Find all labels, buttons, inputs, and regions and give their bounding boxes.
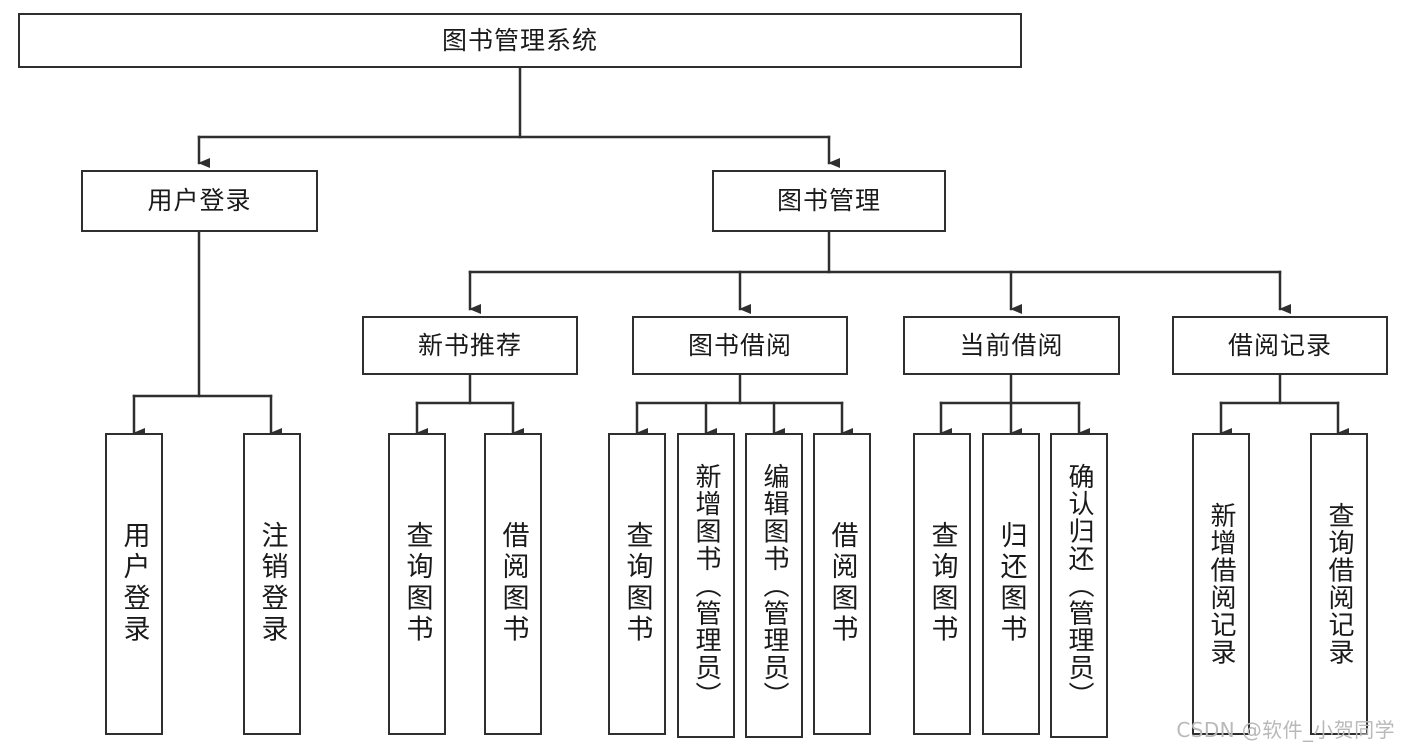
node-leaf-query-book-3-label: 查询图书 bbox=[926, 521, 958, 647]
node-leaf-return-book-label: 归还图书 bbox=[995, 521, 1027, 647]
node-book-manage[interactable]: 图书管理 bbox=[712, 170, 946, 232]
node-book-borrow[interactable]: 图书借阅 bbox=[632, 316, 848, 375]
watermark-text: CSDN @软件_小贺同学 bbox=[1176, 718, 1395, 742]
node-leaf-return-book[interactable]: 归还图书 bbox=[982, 433, 1040, 735]
node-user-login[interactable]: 用户登录 bbox=[81, 170, 318, 232]
node-leaf-borrow-book-1-label: 借阅图书 bbox=[497, 521, 529, 647]
node-leaf-query-book-1-label: 查询图书 bbox=[401, 521, 433, 647]
node-leaf-add-book-label: 新增图书（管理员） bbox=[691, 462, 721, 709]
node-leaf-add-record-label: 新增借阅记录 bbox=[1206, 502, 1236, 666]
node-leaf-user-login-label: 用户登录 bbox=[118, 521, 150, 647]
node-leaf-add-book[interactable]: 新增图书（管理员） bbox=[677, 433, 735, 738]
node-leaf-logout-label: 注销登录 bbox=[256, 521, 288, 647]
node-new-book-recommend-label: 新书推荐 bbox=[417, 330, 522, 360]
node-leaf-query-book-2-label: 查询图书 bbox=[621, 521, 653, 647]
node-leaf-query-book-1[interactable]: 查询图书 bbox=[388, 433, 446, 735]
node-current-borrow-label: 当前借阅 bbox=[959, 330, 1064, 360]
node-leaf-borrow-book-2[interactable]: 借阅图书 bbox=[813, 433, 871, 735]
node-leaf-borrow-book-2-label: 借阅图书 bbox=[826, 521, 858, 647]
node-leaf-borrow-book-1[interactable]: 借阅图书 bbox=[484, 433, 542, 735]
node-borrow-record[interactable]: 借阅记录 bbox=[1172, 316, 1388, 375]
node-root-label: 图书管理系统 bbox=[441, 25, 598, 55]
node-leaf-query-book-2[interactable]: 查询图书 bbox=[608, 433, 666, 735]
node-leaf-user-login[interactable]: 用户登录 bbox=[105, 433, 163, 735]
node-leaf-confirm-return-label: 确认归还（管理员） bbox=[1064, 462, 1094, 709]
node-new-book-recommend[interactable]: 新书推荐 bbox=[362, 316, 578, 375]
node-current-borrow[interactable]: 当前借阅 bbox=[903, 316, 1120, 375]
node-leaf-edit-book[interactable]: 编辑图书（管理员） bbox=[745, 433, 803, 738]
node-leaf-logout[interactable]: 注销登录 bbox=[243, 433, 301, 735]
node-root[interactable]: 图书管理系统 bbox=[18, 13, 1022, 68]
node-book-borrow-label: 图书借阅 bbox=[687, 330, 792, 360]
node-leaf-query-record[interactable]: 查询借阅记录 bbox=[1310, 433, 1368, 735]
node-user-login-label: 用户登录 bbox=[147, 186, 252, 216]
node-book-manage-label: 图书管理 bbox=[776, 186, 881, 216]
node-leaf-query-book-3[interactable]: 查询图书 bbox=[913, 433, 971, 735]
node-borrow-record-label: 借阅记录 bbox=[1227, 330, 1332, 360]
node-leaf-add-record[interactable]: 新增借阅记录 bbox=[1192, 433, 1250, 735]
node-leaf-confirm-return[interactable]: 确认归还（管理员） bbox=[1050, 433, 1108, 738]
node-leaf-edit-book-label: 编辑图书（管理员） bbox=[759, 462, 789, 709]
node-leaf-query-record-label: 查询借阅记录 bbox=[1324, 502, 1354, 666]
